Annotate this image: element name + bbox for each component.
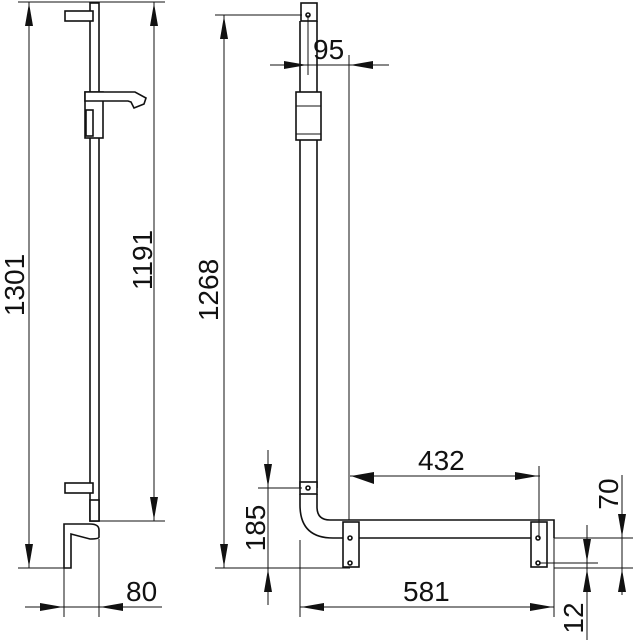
arrow-down-icon: [25, 544, 33, 567]
dimension-581: 581: [403, 576, 450, 607]
arrow-down-icon: [150, 497, 158, 520]
top-cap: [300, 2, 318, 22]
arrow-left-icon: [351, 472, 374, 484]
dimension-432: 432: [418, 445, 465, 476]
screw-hole-icon: [305, 485, 311, 491]
rail-end-cap: [89, 499, 100, 522]
arrow-left-icon: [350, 61, 373, 69]
arrow-down-icon: [618, 514, 626, 537]
dimension-80: 80: [126, 576, 157, 607]
dimension-1268: 1268: [193, 259, 224, 321]
arrow-left-icon: [301, 603, 324, 611]
arrow-up-icon: [618, 569, 626, 592]
left-floor-bracket: [342, 521, 360, 568]
arrow-right-icon: [530, 603, 553, 611]
arrow-down-icon: [264, 464, 272, 487]
top-wall-holder: [64, 10, 94, 22]
wall-mount: [63, 523, 100, 569]
arrow-up-icon: [264, 569, 272, 592]
screw-hole-icon: [535, 560, 541, 566]
arrow-up-icon: [220, 16, 228, 39]
dimension-12: 12: [558, 602, 589, 633]
dimension-185: 185: [240, 505, 271, 552]
front-view-l-grab-bar: 1268 95 432 581 185 70: [193, 2, 633, 640]
arrow-right-icon: [284, 61, 307, 69]
shower-head-holder: [84, 91, 147, 110]
arrow-right-icon: [40, 603, 63, 611]
arrow-up-icon: [25, 3, 33, 26]
screw-hole-icon: [347, 560, 353, 566]
rail-tube: [89, 2, 100, 522]
arrow-down-icon: [220, 544, 228, 567]
dimension-70: 70: [593, 478, 624, 509]
arrow-right-icon: [515, 472, 538, 480]
arrow-up-icon: [583, 569, 591, 592]
slider-block: [295, 91, 322, 141]
dimension-1191: 1191: [127, 230, 158, 290]
dimension-95: 95: [313, 34, 344, 65]
side-view-slide-rail: 1301 1191 80: [0, 1, 165, 617]
slider-button: [85, 109, 94, 137]
dimension-1301: 1301: [0, 254, 30, 316]
arrow-up-icon: [150, 3, 158, 26]
arrow-left-icon: [100, 603, 123, 611]
arrow-down-icon: [583, 539, 591, 562]
screw-hole-icon: [347, 535, 353, 541]
bottom-wall-holder: [64, 482, 94, 494]
